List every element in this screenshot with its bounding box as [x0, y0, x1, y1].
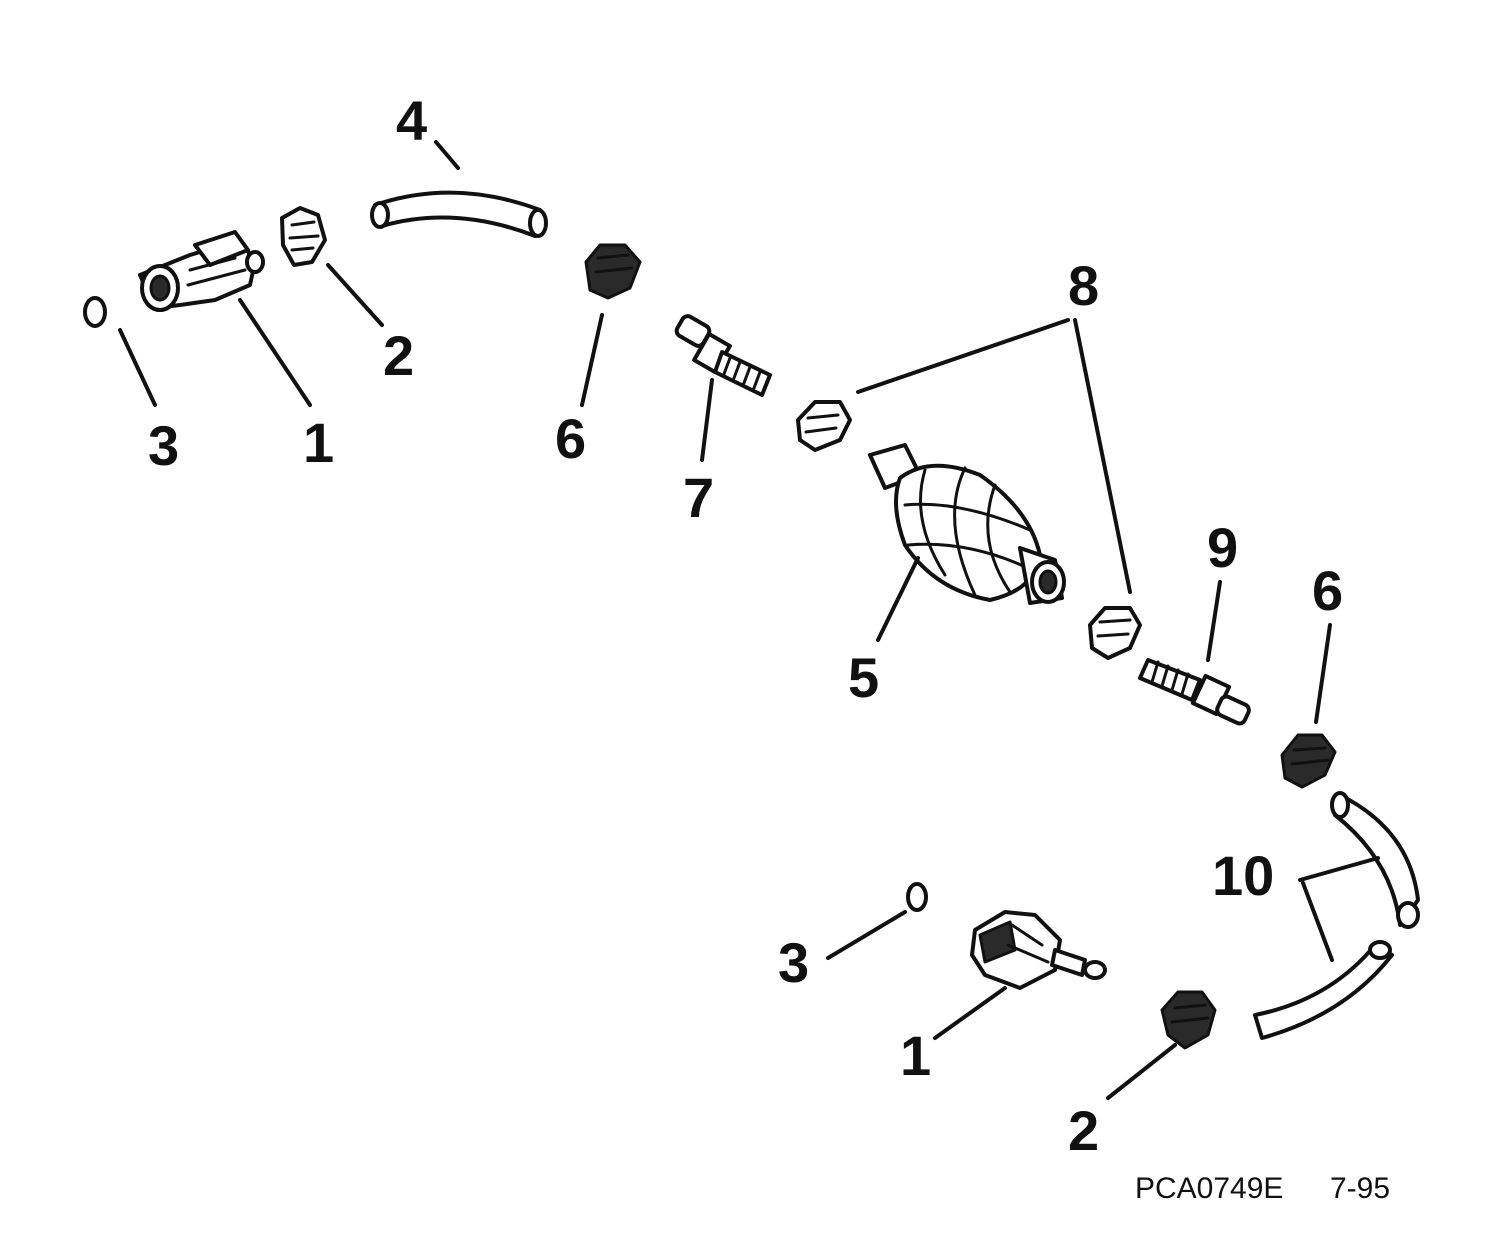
callout-7: 7 — [683, 466, 714, 529]
fuel-hose-upper — [370, 190, 548, 238]
callout-6-lower: 6 — [1312, 559, 1343, 622]
callout-2-lower: 2 — [1068, 1099, 1099, 1162]
clamp-8-lower — [1088, 606, 1142, 660]
connector-upper — [138, 230, 265, 312]
clamp-lower — [1280, 733, 1337, 789]
clamp-8-upper — [796, 400, 852, 452]
hose-fitting-lower — [1138, 658, 1251, 726]
callout-2-upper: 2 — [383, 324, 414, 387]
callout-3-lower: 3 — [778, 931, 809, 994]
hose-clamp-upper — [280, 206, 327, 267]
callout-8: 8 — [1068, 254, 1099, 317]
o-ring-lower — [906, 882, 928, 912]
callout-4: 4 — [396, 89, 427, 152]
clamp-upper — [584, 243, 642, 300]
callout-3-upper: 3 — [148, 414, 179, 477]
callout-10: 10 — [1212, 844, 1274, 907]
callout-5: 5 — [848, 646, 879, 709]
primer-bulb — [868, 443, 1066, 605]
connector-lower — [970, 910, 1107, 990]
drawing-code: PCA0749E — [1135, 1172, 1283, 1205]
o-ring-upper — [83, 296, 107, 328]
callout-1-lower: 1 — [900, 1024, 931, 1087]
drawing-date: 7-95 — [1330, 1172, 1390, 1205]
leader-lines — [118, 140, 1380, 1100]
callout-1-upper: 1 — [303, 411, 334, 474]
callout-9: 9 — [1207, 516, 1238, 579]
hose-fitting-upper — [674, 314, 772, 397]
hose-clamp-lower — [1160, 990, 1217, 1050]
callout-6-upper: 6 — [555, 407, 586, 470]
fuel-hose-lower — [1253, 791, 1420, 1040]
